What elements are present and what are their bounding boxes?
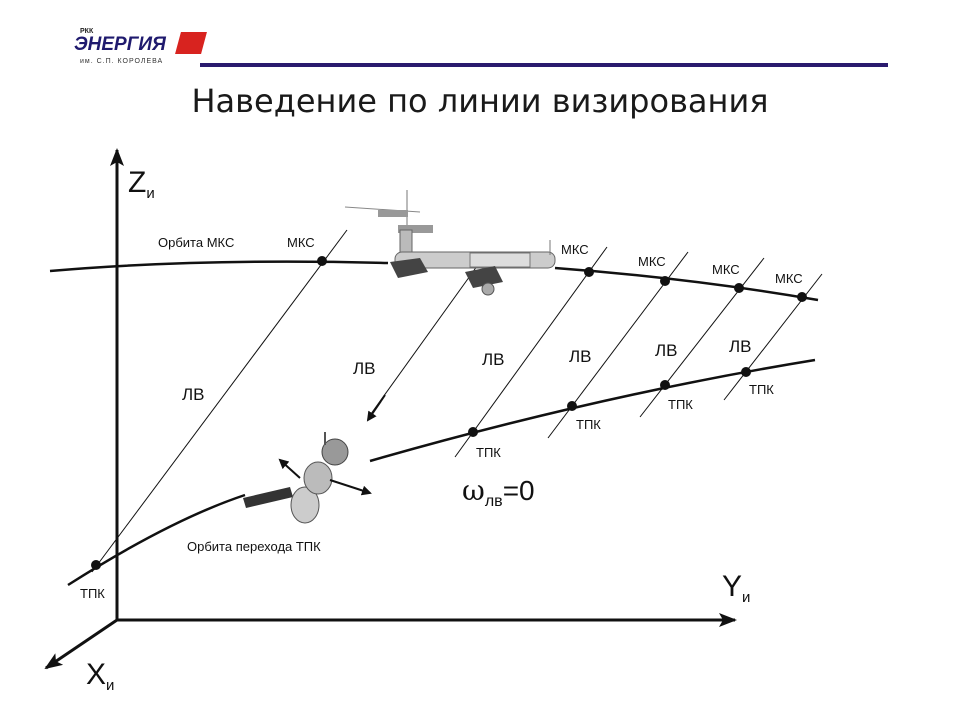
lv-label: ЛВ [569, 347, 592, 366]
iss-label: МКС [638, 254, 666, 269]
iss-point [584, 267, 594, 277]
iss-point [797, 292, 807, 302]
z-axis-label: Zи [128, 166, 155, 202]
tpk-label: ТПК [80, 586, 105, 601]
iss-point [660, 276, 670, 286]
lv-label: ЛВ [482, 350, 505, 369]
transfer-orbit-label: Орбита перехода ТПК [187, 539, 321, 554]
transfer-orbit-continued [369, 358, 816, 463]
y-axis-label: Yи [722, 570, 750, 606]
tpk-point [567, 401, 577, 411]
line-of-sight-arrow [366, 394, 386, 422]
line-of-sight-3 [454, 246, 608, 458]
tpk-label: ТПК [749, 382, 774, 397]
iss-orbit-label: Орбита МКС [158, 235, 234, 250]
soyuz-spacecraft-icon [243, 432, 372, 524]
iss-label: МКС [775, 271, 803, 286]
x-axis [44, 618, 118, 670]
omega-equation: ωлв=0 [462, 474, 535, 510]
logo-name: ЭНЕРГИЯ [74, 34, 166, 55]
iss-label: МКС [712, 262, 740, 277]
logo-rkk: РКК [80, 28, 94, 35]
line-of-sight-5 [639, 257, 765, 418]
iss-orbit [49, 260, 389, 273]
iss-station-icon [344, 190, 556, 296]
iss-point [317, 256, 327, 266]
lv-label: ЛВ [729, 337, 752, 356]
tpk-label: ТПК [576, 417, 601, 432]
tpk-point [468, 427, 478, 437]
tpk-point [660, 380, 670, 390]
tpk-point [741, 367, 751, 377]
slide-title: Наведение по линии визирования [191, 82, 769, 120]
transfer-orbit [67, 493, 246, 587]
tpk-label: ТПК [668, 397, 693, 412]
x-axis-label: Xи [86, 658, 114, 694]
line-of-sight-2 [367, 261, 481, 419]
header-divider [200, 63, 888, 67]
lv-label: ЛВ [655, 341, 678, 360]
lv-label: ЛВ [353, 359, 376, 378]
line-of-sight-1 [91, 229, 348, 573]
tpk-point [91, 560, 101, 570]
tpk-label: ТПК [476, 445, 501, 460]
iss-point [734, 283, 744, 293]
iss-label: МКС [287, 235, 315, 250]
energia-logo: РКК ЭНЕРГИЯ им. С.П. КОРОЛЕВА [68, 28, 208, 74]
logo-subtitle: им. С.П. КОРОЛЕВА [80, 58, 164, 65]
iss-label: МКС [561, 242, 589, 257]
lv-label: ЛВ [182, 385, 205, 404]
